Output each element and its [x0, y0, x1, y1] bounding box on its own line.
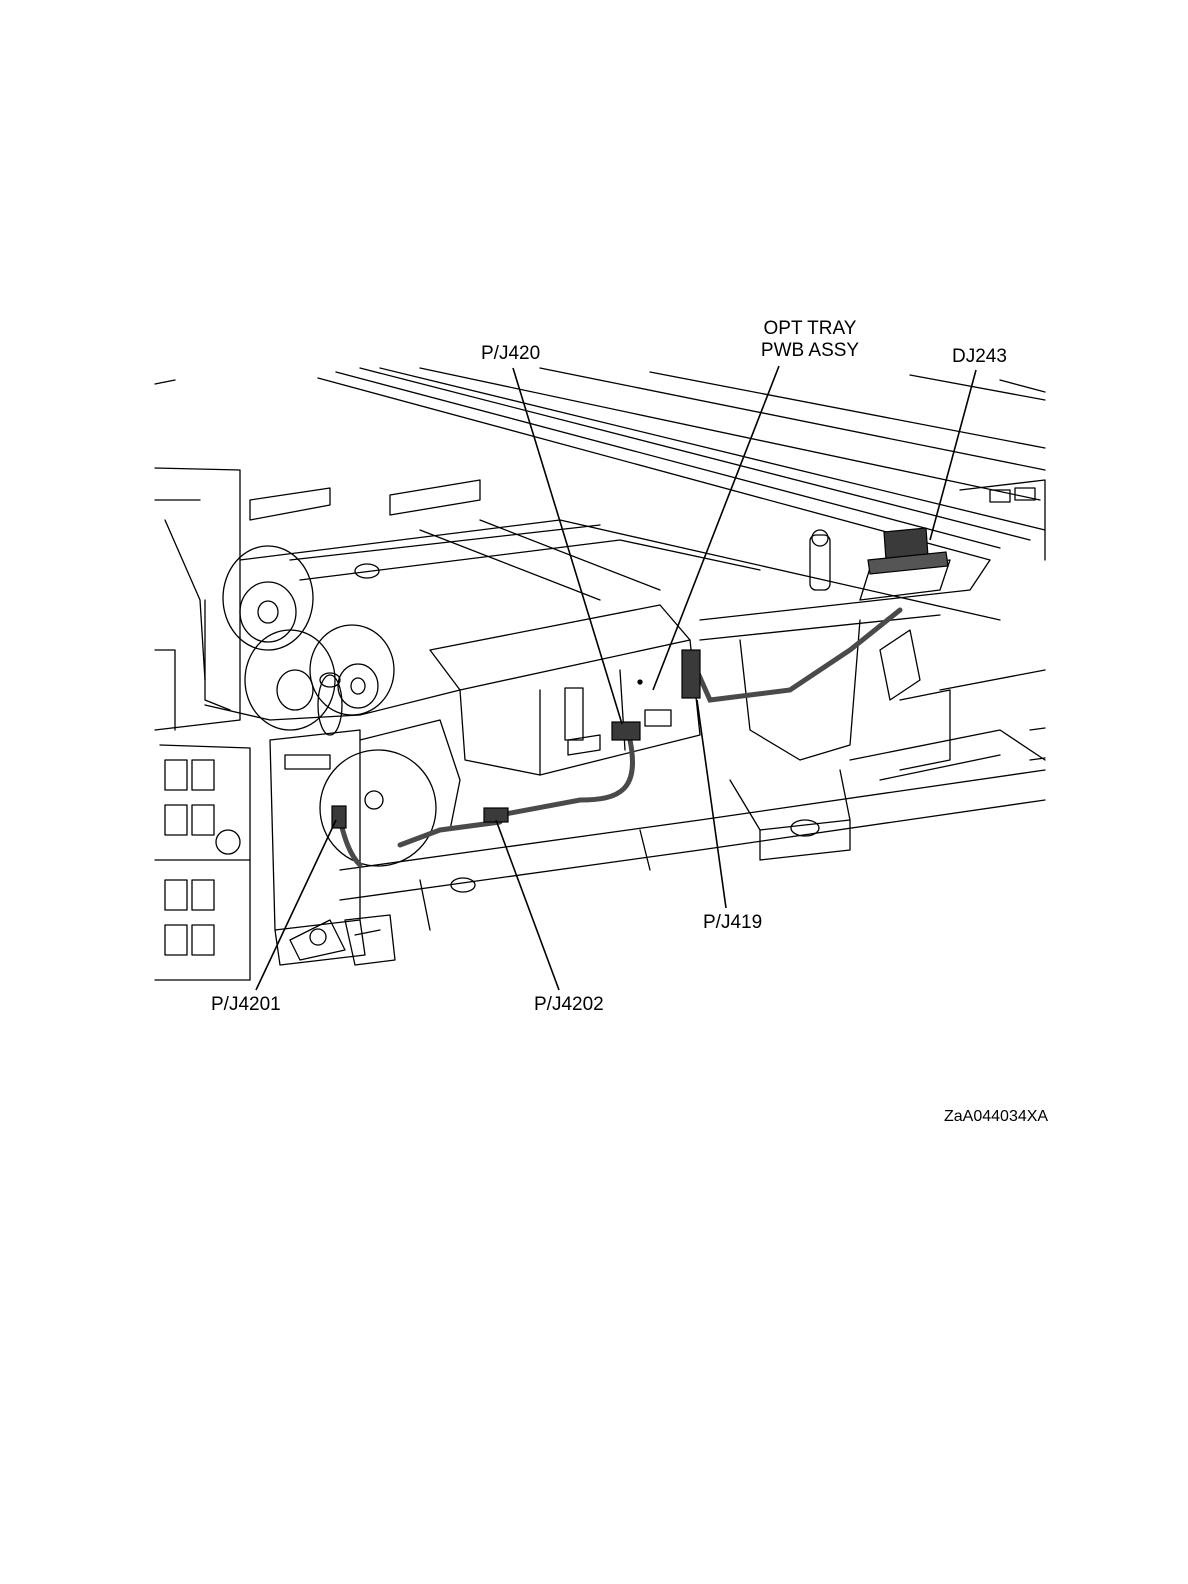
- bottom-front-frame: [340, 670, 1045, 930]
- feed-rollers: [205, 546, 394, 730]
- label-pj420: P/J420: [481, 343, 540, 365]
- leader-pj4202: [496, 820, 559, 990]
- label-pj4202: P/J4202: [534, 994, 604, 1016]
- label-pj4201: P/J4201: [211, 994, 281, 1016]
- label-opt-tray-line2: PWB ASSY: [740, 340, 880, 362]
- right-rail-bracket: [700, 480, 1045, 770]
- connector-pj419-shape: [682, 650, 700, 698]
- figure-code: ZaA044034XA: [944, 1108, 1048, 1126]
- leader-pj4201: [256, 820, 336, 990]
- label-dj243: DJ243: [952, 346, 1007, 368]
- label-opt-tray-line1: OPT TRAY: [740, 318, 880, 340]
- connector-pj420-shape: [612, 722, 640, 740]
- connector-pj4202-shape: [484, 808, 508, 822]
- label-opt-tray-pwb-assy: OPT TRAY PWB ASSY: [740, 318, 880, 362]
- left-side-frame: [155, 468, 250, 980]
- pwb-box: [430, 605, 700, 775]
- leader-opt-tray: [653, 366, 779, 690]
- leader-pj419: [697, 700, 726, 908]
- label-pj419: P/J419: [703, 912, 762, 934]
